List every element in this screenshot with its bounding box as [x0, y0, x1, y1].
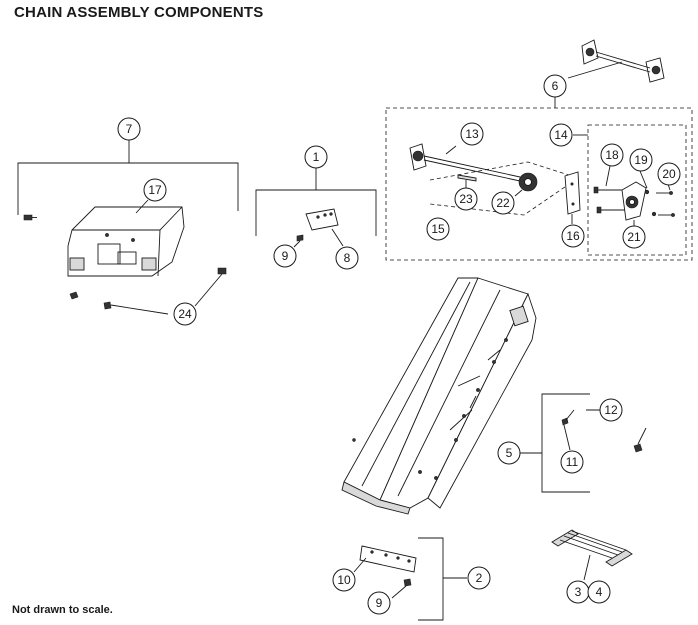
callout-18: 18	[600, 143, 624, 167]
callout-20: 20	[657, 162, 681, 186]
drive-shaft-exploded-group	[385, 97, 693, 261]
callout-21: 21	[622, 225, 646, 249]
bracket-part	[564, 171, 581, 215]
callout-19: 19	[629, 148, 653, 172]
callout-15: 15	[426, 217, 450, 241]
callout-23: 23	[454, 187, 478, 211]
callout-2: 2	[467, 566, 491, 590]
svg-text:2: 2	[476, 571, 483, 585]
screw-part	[403, 578, 412, 587]
svg-text:23: 23	[459, 192, 473, 206]
svg-text:4: 4	[596, 585, 603, 599]
bearing-part	[621, 181, 647, 221]
callout-12: 12	[599, 398, 623, 422]
scale-footnote: Not drawn to scale.	[12, 604, 113, 616]
callout-17: 17	[143, 178, 167, 202]
callout-16: 16	[561, 224, 585, 248]
callout-7: 7	[117, 117, 141, 141]
nut-part	[69, 291, 79, 300]
bottom-plate-part	[359, 545, 417, 573]
bolt-part	[103, 301, 169, 315]
svg-text:11: 11	[566, 455, 579, 469]
svg-text:1: 1	[313, 150, 320, 164]
long-bolt-part	[194, 267, 227, 307]
screw-part	[296, 234, 304, 242]
callout-6: 6	[543, 74, 567, 98]
svg-text:5: 5	[506, 446, 513, 460]
callout-3: 3	[566, 580, 590, 604]
svg-text:17: 17	[148, 183, 162, 197]
callout-14: 14	[549, 123, 573, 147]
svg-text:15: 15	[431, 222, 445, 236]
screw-part	[23, 214, 37, 221]
svg-text:13: 13	[465, 127, 479, 141]
svg-text:9: 9	[282, 249, 289, 263]
sprocket-part	[518, 172, 538, 192]
plate-part	[305, 208, 339, 231]
callout-9: 9	[273, 244, 297, 268]
callout-11: 11	[560, 450, 584, 474]
conveyor-frame-part	[341, 277, 537, 515]
callout-10: 10	[332, 568, 356, 592]
svg-text:7: 7	[126, 122, 133, 136]
drive-shaft-part	[409, 143, 521, 182]
svg-text:14: 14	[554, 128, 568, 142]
tension-bolt-part	[633, 443, 643, 453]
callout-13: 13	[460, 122, 484, 146]
callout-1: 1	[304, 145, 328, 169]
page-title: CHAIN ASSEMBLY COMPONENTS	[14, 4, 264, 21]
svg-text:22: 22	[496, 196, 510, 210]
callout-4: 4	[587, 580, 611, 604]
callout-9-lower: 9	[367, 591, 391, 615]
svg-text:21: 21	[627, 230, 641, 244]
svg-text:24: 24	[178, 307, 192, 321]
shaft-assembly-top	[567, 39, 665, 83]
plate-group	[255, 168, 377, 248]
svg-text:18: 18	[605, 148, 619, 162]
callout-8: 8	[335, 246, 359, 270]
key-part	[457, 174, 477, 182]
tensioner-group	[520, 393, 647, 493]
svg-text:10: 10	[337, 573, 351, 587]
svg-text:3: 3	[575, 585, 582, 599]
svg-text:20: 20	[662, 167, 676, 181]
svg-text:8: 8	[344, 251, 351, 265]
callout-22: 22	[491, 191, 515, 215]
callout-5: 5	[497, 441, 521, 465]
svg-text:6: 6	[552, 79, 559, 93]
svg-text:9: 9	[376, 596, 383, 610]
chain-guide-part	[551, 529, 633, 581]
callout-24: 24	[173, 302, 197, 326]
cover-part	[67, 206, 185, 277]
bottom-plate-group	[353, 537, 467, 621]
svg-text:16: 16	[566, 229, 580, 243]
cover-assembly-group	[17, 140, 239, 315]
svg-text:12: 12	[604, 403, 618, 417]
svg-text:19: 19	[634, 153, 648, 167]
